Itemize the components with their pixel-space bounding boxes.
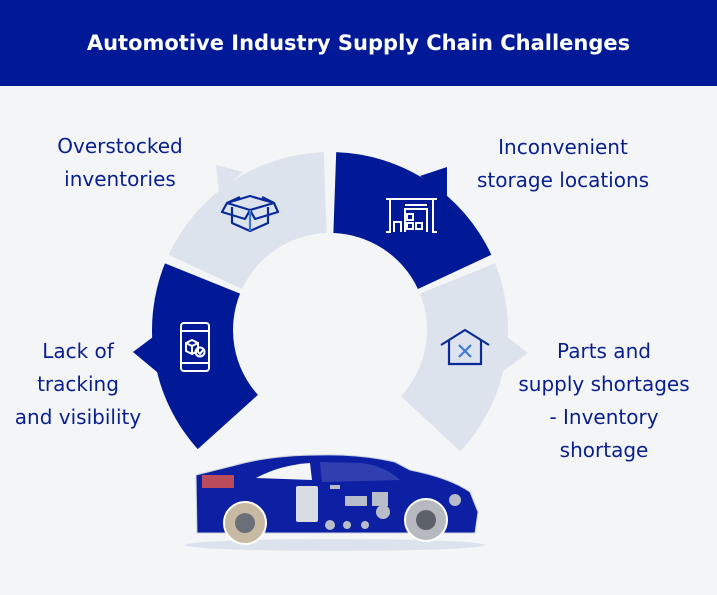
label-tracking: Lack of tracking and visibility	[15, 335, 141, 434]
label-line: storage locations	[476, 168, 650, 192]
label-line: tracking	[37, 372, 119, 396]
label-storage: Inconvenient storage locations	[477, 131, 649, 197]
open-box-icon	[220, 194, 280, 233]
segment-overstocked	[168, 152, 327, 290]
phone-package-icon	[180, 322, 210, 372]
label-line: - Inventory	[549, 405, 659, 429]
label-line: inventories	[64, 167, 176, 191]
title-bar: Automotive Industry Supply Chain Challen…	[0, 0, 717, 86]
arrow-head-shortages	[503, 336, 528, 371]
label-overstocked: Overstocked inventories	[57, 130, 182, 196]
label-line: Parts and	[557, 339, 651, 363]
label-shortages: Parts and supply shortages - Inventory s…	[518, 335, 689, 467]
page-title: Automotive Industry Supply Chain Challen…	[86, 31, 631, 55]
arrow-head-overstocked	[216, 165, 243, 192]
label-line: Inconvenient	[498, 135, 628, 159]
label-line: supply shortages	[518, 372, 690, 396]
arrow-head-storage	[420, 167, 447, 196]
label-line: Overstocked	[57, 134, 183, 158]
car-illustration	[185, 454, 485, 551]
label-line: Lack of	[42, 339, 114, 363]
segment-shortages	[400, 263, 509, 452]
segment-tracking	[152, 263, 258, 450]
label-line: shortage	[559, 438, 649, 462]
house-x-icon	[440, 328, 490, 366]
label-line: and visibility	[14, 405, 142, 429]
arrow-head-tracking	[133, 334, 157, 372]
warehouse-icon	[386, 198, 437, 233]
